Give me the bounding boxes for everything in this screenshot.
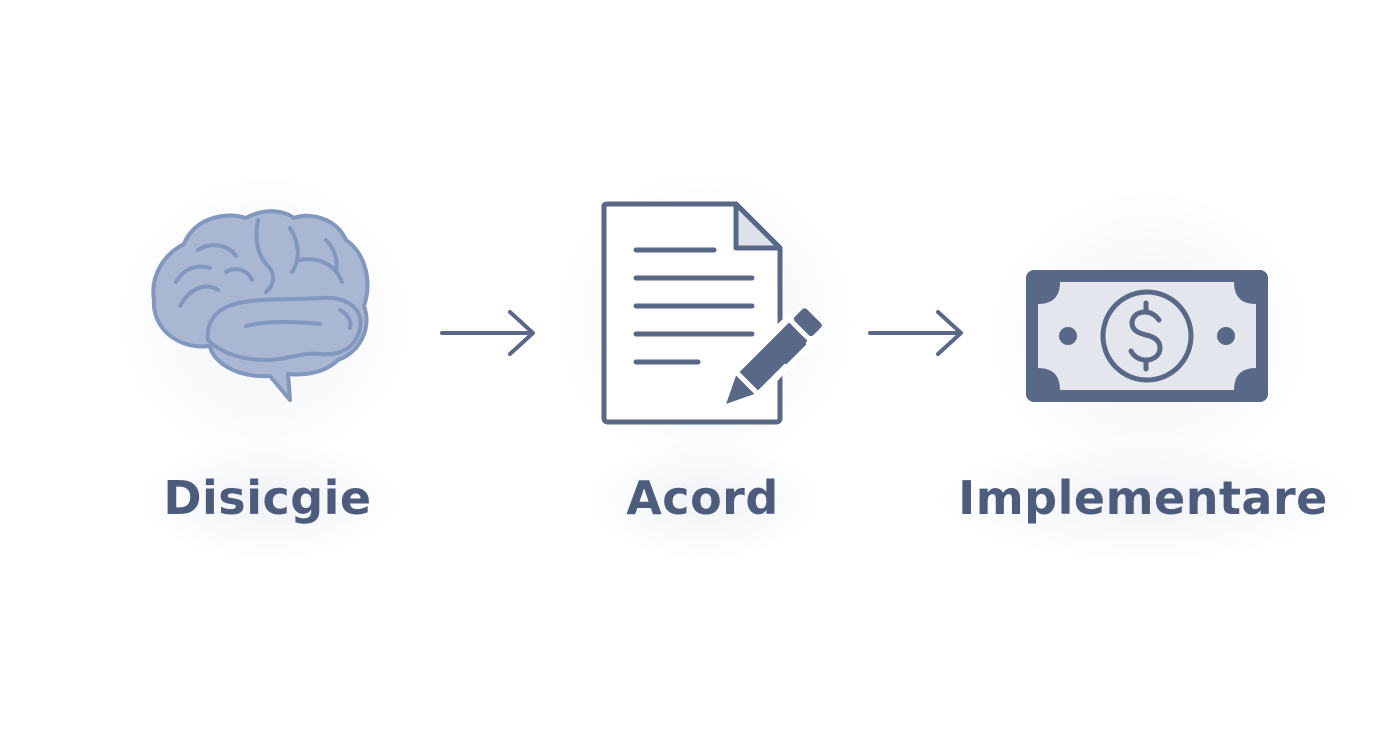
banknote-dollar-icon — [1026, 270, 1268, 402]
step-label-acord: Acord — [626, 471, 779, 525]
step-label-disicgie: Disicgie — [163, 471, 372, 525]
step-label-implementare: Implementare — [958, 471, 1328, 525]
arrow-1 — [440, 310, 536, 356]
brain-icon — [151, 209, 370, 402]
arrow-right-icon — [440, 310, 535, 356]
arrow-right-icon — [868, 310, 963, 356]
step-disicgie — [150, 209, 372, 406]
document-pen-icon — [601, 201, 822, 425]
label-2-glow — [590, 440, 820, 560]
step-acord — [600, 200, 822, 428]
step-implementare — [1026, 270, 1268, 402]
label-3-glow — [935, 440, 1355, 560]
arrow-2 — [868, 310, 964, 356]
label-1-glow — [140, 440, 400, 560]
